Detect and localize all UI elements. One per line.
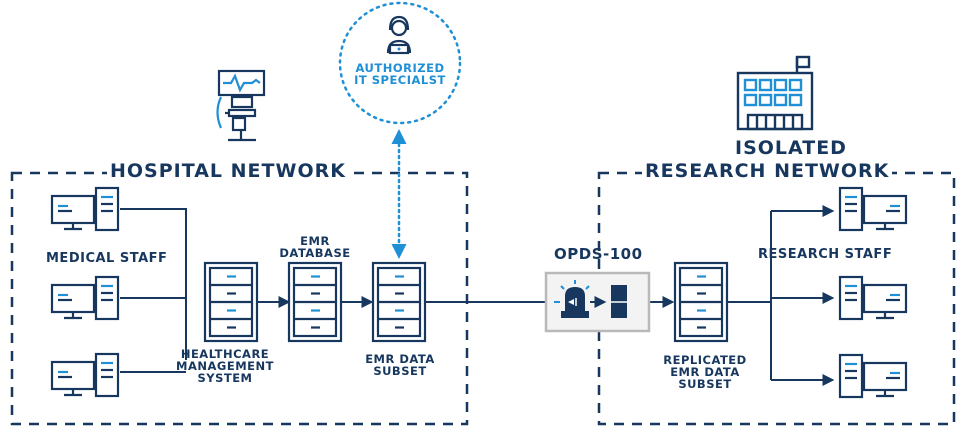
hms-label: HEALTHCARE MANAGEMENT SYSTEM	[176, 347, 274, 385]
servers	[203, 261, 729, 343]
research-building-icon	[736, 55, 814, 131]
server-icon	[371, 261, 427, 343]
replicated-emr-label: REPLICATED EMR DATA SUBSET	[663, 353, 747, 391]
workstation-icon	[50, 352, 120, 398]
research-network-title-line1: ISOLATED	[735, 137, 847, 159]
specialist-circle	[338, 1, 462, 125]
server-icon	[203, 261, 259, 343]
opds-100-device	[544, 271, 651, 333]
patient-monitor-icon	[216, 69, 266, 142]
data-diode-icon	[554, 280, 628, 318]
research-network-title-line2: RESEARCH NETWORK	[642, 160, 893, 182]
workstation-icon	[838, 186, 908, 232]
it-specialist-icon	[386, 15, 412, 55]
research-staff-label: RESEARCH STAFF	[758, 247, 893, 262]
server-icon	[673, 261, 729, 343]
specialist-label: AUTHORIZED IT SPECIALST	[354, 61, 446, 87]
server-icon	[287, 261, 343, 343]
hospital-network-boundary	[10, 171, 469, 426]
emr-database-label: EMR DATABASE	[279, 234, 351, 260]
connection-lines	[120, 205, 835, 386]
medical-staff-label: MEDICAL STAFF	[46, 251, 168, 266]
hospital-network-title: HOSPITAL NETWORK	[107, 160, 349, 182]
workstation-icon	[50, 186, 120, 232]
workstations	[50, 186, 908, 399]
workstation-icon	[838, 353, 908, 399]
workstation-icon	[838, 275, 908, 321]
emr-subset-label: EMR DATA SUBSET	[365, 352, 435, 378]
workstation-icon	[50, 275, 120, 321]
opds-label: OPDS-100	[554, 245, 643, 263]
